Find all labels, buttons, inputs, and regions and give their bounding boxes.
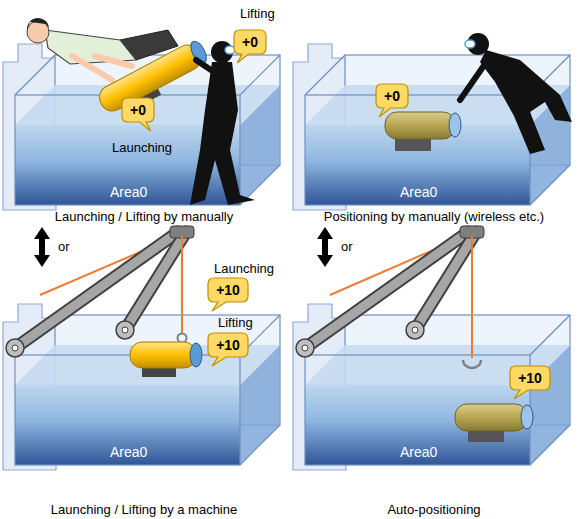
rov-vehicle <box>455 404 527 431</box>
callout-bubble <box>376 84 408 117</box>
callout-number: +10 <box>216 337 240 353</box>
score-callout: +10 <box>208 333 248 357</box>
crane <box>412 327 418 333</box>
crane <box>415 232 476 330</box>
action-label: Lifting <box>240 6 275 21</box>
person <box>27 21 49 43</box>
person <box>27 18 49 30</box>
callout-bubble <box>234 30 266 63</box>
crane <box>181 236 183 334</box>
edge-label: or <box>56 239 72 254</box>
rov-vehicle <box>385 112 461 151</box>
crane <box>406 321 424 339</box>
choice-arrow <box>322 239 328 255</box>
crane <box>125 232 186 330</box>
area-label: Area0 <box>110 184 147 200</box>
callout-number: +10 <box>216 282 240 298</box>
diver <box>190 62 255 205</box>
crane <box>296 339 314 357</box>
panel-caption: Launching / Lifting by a machine <box>0 502 288 517</box>
panel-caption: Positioning by manually (wireless etc.) <box>290 209 578 224</box>
crane <box>415 232 476 330</box>
callout-bubble <box>510 366 550 399</box>
score-callout: +10 <box>208 278 248 302</box>
crane <box>6 339 24 357</box>
rov-vehicle <box>190 343 202 367</box>
action-label: Lifting <box>218 315 253 330</box>
edge-label: or <box>339 239 355 254</box>
callout-bubble <box>208 333 248 366</box>
score-callout: +0 <box>376 84 408 108</box>
area-label: Area0 <box>400 184 437 200</box>
crane <box>122 327 128 333</box>
crane <box>125 232 186 330</box>
scene-panel: Launching / Lifting by a machine +10 +10 <box>0 266 288 519</box>
diver <box>460 64 485 100</box>
area-label: Area0 <box>400 444 437 460</box>
callout-bubble <box>122 98 154 131</box>
crane <box>471 236 473 358</box>
diver <box>480 50 572 154</box>
callout-number: +10 <box>518 370 542 386</box>
area-label: Area0 <box>110 444 147 460</box>
person <box>45 30 136 64</box>
rov-vehicle <box>455 404 533 442</box>
crane <box>12 345 18 351</box>
callout-number: +0 <box>242 34 258 50</box>
choice-arrow <box>39 239 45 255</box>
callout-number: +0 <box>130 102 146 118</box>
rov-vehicle <box>130 342 196 368</box>
crane <box>296 226 484 368</box>
diver <box>465 40 475 48</box>
crane <box>6 226 194 357</box>
score-callout: +0 <box>234 30 266 54</box>
diver <box>190 41 255 205</box>
callout-bubble <box>208 278 248 311</box>
score-callout: +10 <box>510 366 550 390</box>
crane <box>302 345 308 351</box>
rov-vehicle <box>385 112 455 139</box>
crane <box>116 321 134 339</box>
rov-vehicle <box>521 405 533 429</box>
crane <box>463 360 481 368</box>
person <box>95 56 132 66</box>
scene-panel: Auto-positioning +10 <box>290 266 578 519</box>
diver <box>460 33 572 154</box>
panel-caption: Launching / Lifting by manually <box>0 209 288 224</box>
crane <box>178 334 187 343</box>
action-label: Launching <box>112 140 172 155</box>
rov-vehicle <box>130 342 202 377</box>
action-label: Launching <box>214 261 274 276</box>
rov-vehicle <box>449 113 461 137</box>
panel-caption: Auto-positioning <box>290 502 578 517</box>
score-callout: +0 <box>122 98 154 122</box>
callout-number: +0 <box>384 88 400 104</box>
